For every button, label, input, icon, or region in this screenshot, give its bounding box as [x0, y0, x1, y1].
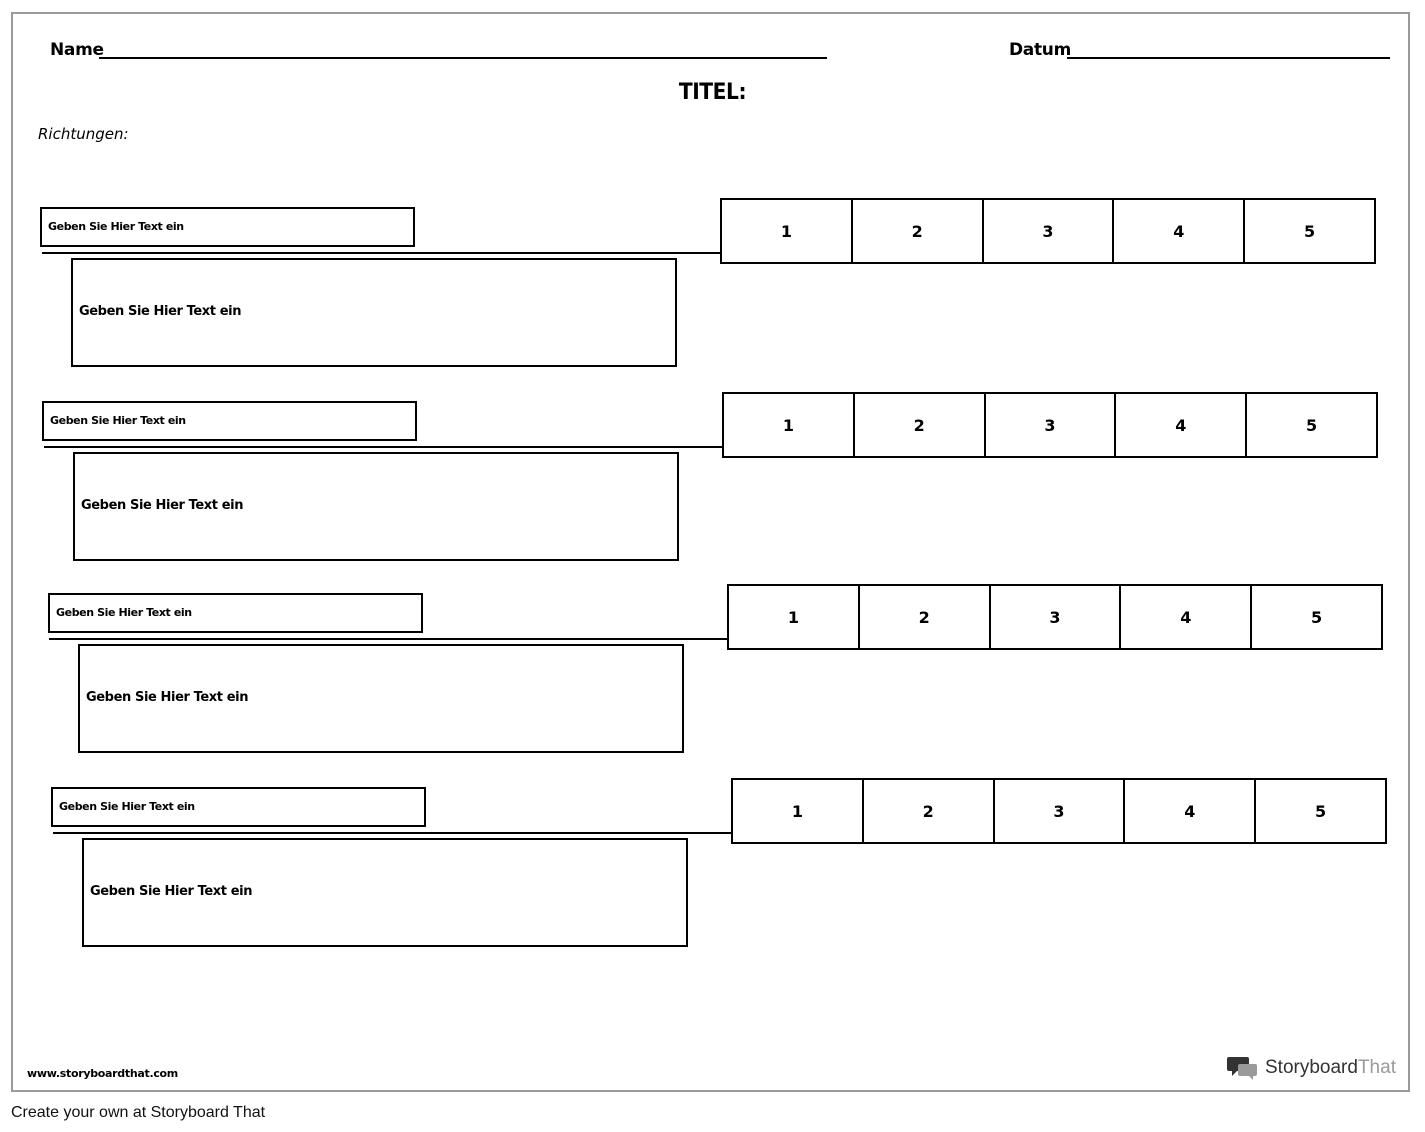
rating-cell[interactable]: 5 [1311, 607, 1323, 627]
rating-cell[interactable]: 4 [1114, 200, 1246, 262]
rating-scale: 1 2 3 4 5 [720, 198, 1376, 264]
row-text: Geben Sie Hier Text ein [81, 498, 244, 513]
row-label-box[interactable]: Geben Sie Hier Text ein [40, 207, 415, 247]
row-text: Geben Sie Hier Text ein [86, 690, 249, 705]
rating-scale: 1 2 3 4 5 [731, 778, 1387, 844]
rating-cell[interactable]: 3 [991, 586, 1122, 648]
rating-cell[interactable]: 4 [1125, 780, 1257, 842]
date-label: Datum [1009, 40, 1072, 60]
row-text: Geben Sie Hier Text ein [79, 304, 242, 319]
rating-scale: 1 2 3 4 5 [727, 584, 1383, 650]
rating-cell[interactable]: 3 [995, 780, 1126, 842]
connector-line [42, 252, 722, 254]
rating-cell[interactable]: 1 [729, 586, 860, 648]
row-text-box[interactable]: Geben Sie Hier Text ein [82, 838, 688, 947]
connector-line [49, 638, 729, 640]
row-text-box[interactable]: Geben Sie Hier Text ein [71, 258, 677, 367]
rating-scale: 1 2 3 4 5 [722, 392, 1378, 458]
create-your-own-link[interactable]: Create your own at Storyboard That [11, 1104, 266, 1121]
rating-cell[interactable]: 4 [1116, 394, 1248, 456]
row-label-box[interactable]: Geben Sie Hier Text ein [48, 593, 423, 633]
brand-name: StoryboardThat [1265, 1057, 1396, 1079]
rating-cell[interactable]: 2 [864, 780, 995, 842]
website-url[interactable]: www.storyboardthat.com [27, 1067, 178, 1080]
rating-cell[interactable]: 3 [984, 200, 1115, 262]
rating-cell[interactable]: 1 [722, 200, 853, 262]
rating-cell[interactable]: 5 [1315, 801, 1327, 821]
rating-cell[interactable]: 5 [1306, 415, 1318, 435]
page-title: TITEL: [678, 80, 747, 105]
row-label-text: Geben Sie Hier Text ein [50, 414, 186, 427]
row-text-box[interactable]: Geben Sie Hier Text ein [78, 644, 684, 753]
row-label-box[interactable]: Geben Sie Hier Text ein [42, 401, 417, 441]
rating-cell[interactable]: 2 [860, 586, 991, 648]
row-label-text: Geben Sie Hier Text ein [56, 606, 192, 619]
date-line[interactable] [1067, 57, 1390, 59]
connector-line [44, 446, 724, 448]
rating-cell[interactable]: 1 [724, 394, 855, 456]
rating-cell[interactable]: 5 [1304, 221, 1316, 241]
row-label-text: Geben Sie Hier Text ein [59, 800, 195, 813]
row-label-box[interactable]: Geben Sie Hier Text ein [51, 787, 426, 827]
rating-cell[interactable]: 4 [1121, 586, 1253, 648]
brand-that: That [1357, 1057, 1396, 1078]
name-label: Name [50, 40, 104, 60]
speech-bubbles-icon [1227, 1057, 1257, 1080]
row-text-box[interactable]: Geben Sie Hier Text ein [73, 452, 679, 561]
rating-cell[interactable]: 1 [733, 780, 864, 842]
rating-cell[interactable]: 2 [855, 394, 986, 456]
rating-cell[interactable]: 2 [853, 200, 984, 262]
row-text: Geben Sie Hier Text ein [90, 884, 253, 899]
rating-cell[interactable]: 3 [986, 394, 1117, 456]
name-line[interactable] [99, 57, 827, 59]
storyboardthat-logo[interactable]: StoryboardThat [1227, 1055, 1396, 1081]
brand-story: Storyboard [1265, 1057, 1358, 1078]
row-label-text: Geben Sie Hier Text ein [48, 220, 184, 233]
connector-line [53, 832, 733, 834]
directions-label: Richtungen: [38, 125, 129, 143]
